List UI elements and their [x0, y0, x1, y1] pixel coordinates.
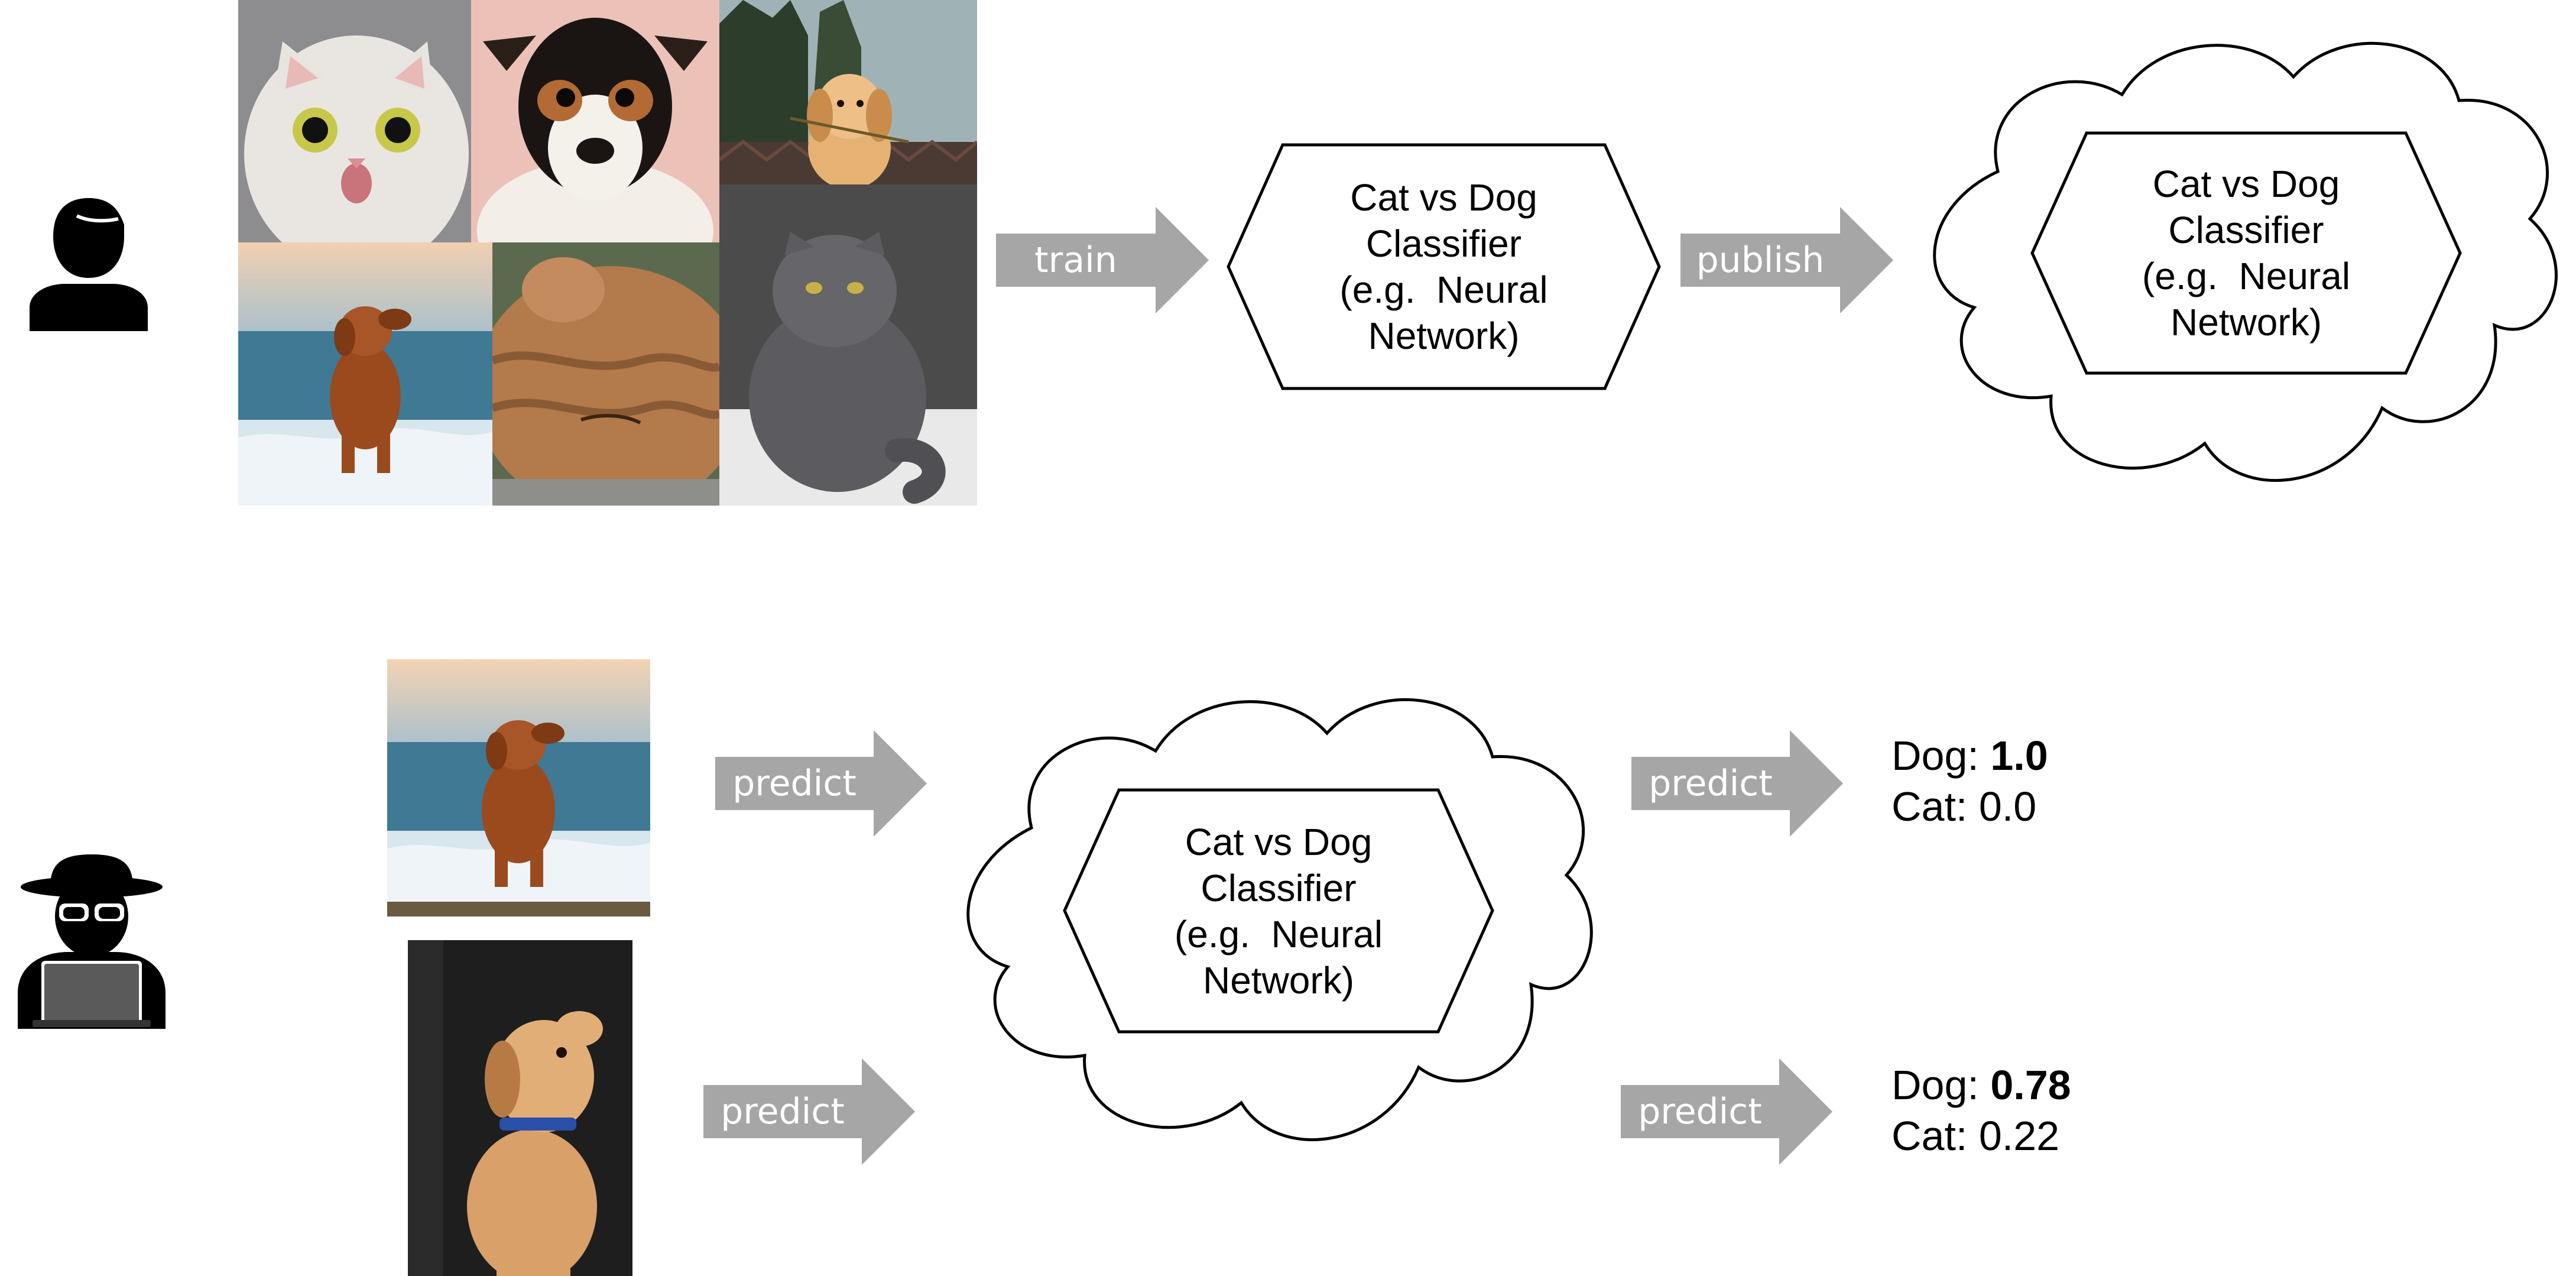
classifier-cloud-top-label: Cat vs Dog Classifier (e.g. Neural Netwo…: [2030, 131, 2462, 375]
user-icon: [24, 189, 154, 331]
predict-arrow-out-2: predict: [1621, 1058, 1832, 1165]
result-1-dog-label: Dog:: [1892, 733, 1991, 779]
result-1-cat-row: Cat: 0.0: [1892, 781, 2048, 832]
result-1-dog-row: Dog: 1.0: [1892, 730, 2048, 781]
classifier-local-line-4: Network): [1368, 315, 1520, 357]
prediction-result-1: Dog: 1.0 Cat: 0.0: [1892, 730, 2048, 832]
result-2-dog-row: Dog: 0.78: [1892, 1060, 2071, 1110]
cloud-service-top: Cat vs Dog Classifier (e.g. Neural Netwo…: [1909, 18, 2576, 509]
photo-grey-cat: [719, 184, 977, 506]
result-2-dog-value: 0.78: [1990, 1062, 2071, 1108]
query-image-puppy: [408, 940, 632, 1276]
cloud-service-bottom: Cat vs Dog Classifier (e.g. Neural Netwo…: [943, 674, 1614, 1168]
classifier-cloud-top-line-4: Network): [2170, 301, 2322, 344]
query-image-dog-beach: [387, 659, 650, 916]
classifier-hexagon-local: Cat vs Dog Classifier (e.g. Neural Netwo…: [1227, 143, 1661, 390]
predict-arrow-in-2-label: predict: [721, 1091, 845, 1132]
classifier-cloud-bottom-line-3: (e.g. Neural: [1174, 912, 1383, 956]
predict-arrow-in-2: predict: [703, 1058, 915, 1165]
classifier-cloud-top-line-3: (e.g. Neural: [2142, 255, 2351, 297]
classifier-hexagon-cloud-top: Cat vs Dog Classifier (e.g. Neural Netwo…: [2030, 131, 2462, 375]
classifier-cloud-bottom-line-4: Network): [1202, 958, 1355, 1002]
predict-arrow-in-1: predict: [715, 730, 927, 837]
predict-arrow-out-2-label: predict: [1638, 1091, 1762, 1132]
train-arrow-label: train: [1034, 239, 1117, 281]
classifier-cloud-top-line-1: Cat vs Dog: [2152, 163, 2340, 205]
training-images-collage: [238, 0, 977, 506]
classifier-local-label: Cat vs Dog Classifier (e.g. Neural Netwo…: [1227, 143, 1661, 390]
classifier-local-line-2: Classifier: [1365, 222, 1522, 265]
photo-dog-beach: [238, 242, 492, 506]
train-arrow: train: [996, 207, 1209, 313]
predict-arrow-out-1: predict: [1631, 730, 1843, 837]
result-2-cat-value: 0.22: [1978, 1113, 2060, 1159]
classifier-local-line-1: Cat vs Dog: [1350, 176, 1537, 219]
photo-orange-cat: [492, 242, 719, 506]
classifier-hexagon-cloud-bottom: Cat vs Dog Classifier (e.g. Neural Netwo…: [1063, 788, 1494, 1034]
classifier-cloud-bottom-label: Cat vs Dog Classifier (e.g. Neural Netwo…: [1063, 788, 1494, 1034]
result-1-cat-label: Cat:: [1892, 783, 1979, 830]
photo-white-cat: [238, 0, 471, 242]
prediction-result-2: Dog: 0.78 Cat: 0.22: [1892, 1060, 2071, 1161]
classifier-cloud-bottom-line-1: Cat vs Dog: [1185, 820, 1373, 863]
predict-arrow-in-1-label: predict: [732, 763, 856, 804]
result-1-cat-value: 0.0: [1978, 783, 2037, 830]
result-2-dog-label: Dog:: [1892, 1062, 1991, 1108]
predict-arrow-out-1-label: predict: [1649, 763, 1773, 804]
classifier-cloud-top-line-2: Classifier: [2168, 209, 2324, 251]
photo-terrier-dog: [471, 0, 719, 242]
classifier-cloud-bottom-line-2: Classifier: [1201, 866, 1357, 909]
publish-arrow-label: publish: [1696, 239, 1825, 281]
hacker-laptop-icon: [15, 851, 168, 1029]
result-2-cat-row: Cat: 0.22: [1892, 1110, 2071, 1161]
result-1-dog-value: 1.0: [1990, 733, 2048, 779]
classifier-local-line-3: (e.g. Neural: [1339, 268, 1548, 311]
photo-golden-puppy-fence: [719, 0, 977, 184]
result-2-cat-label: Cat:: [1892, 1113, 1979, 1159]
publish-arrow: publish: [1680, 207, 1893, 313]
